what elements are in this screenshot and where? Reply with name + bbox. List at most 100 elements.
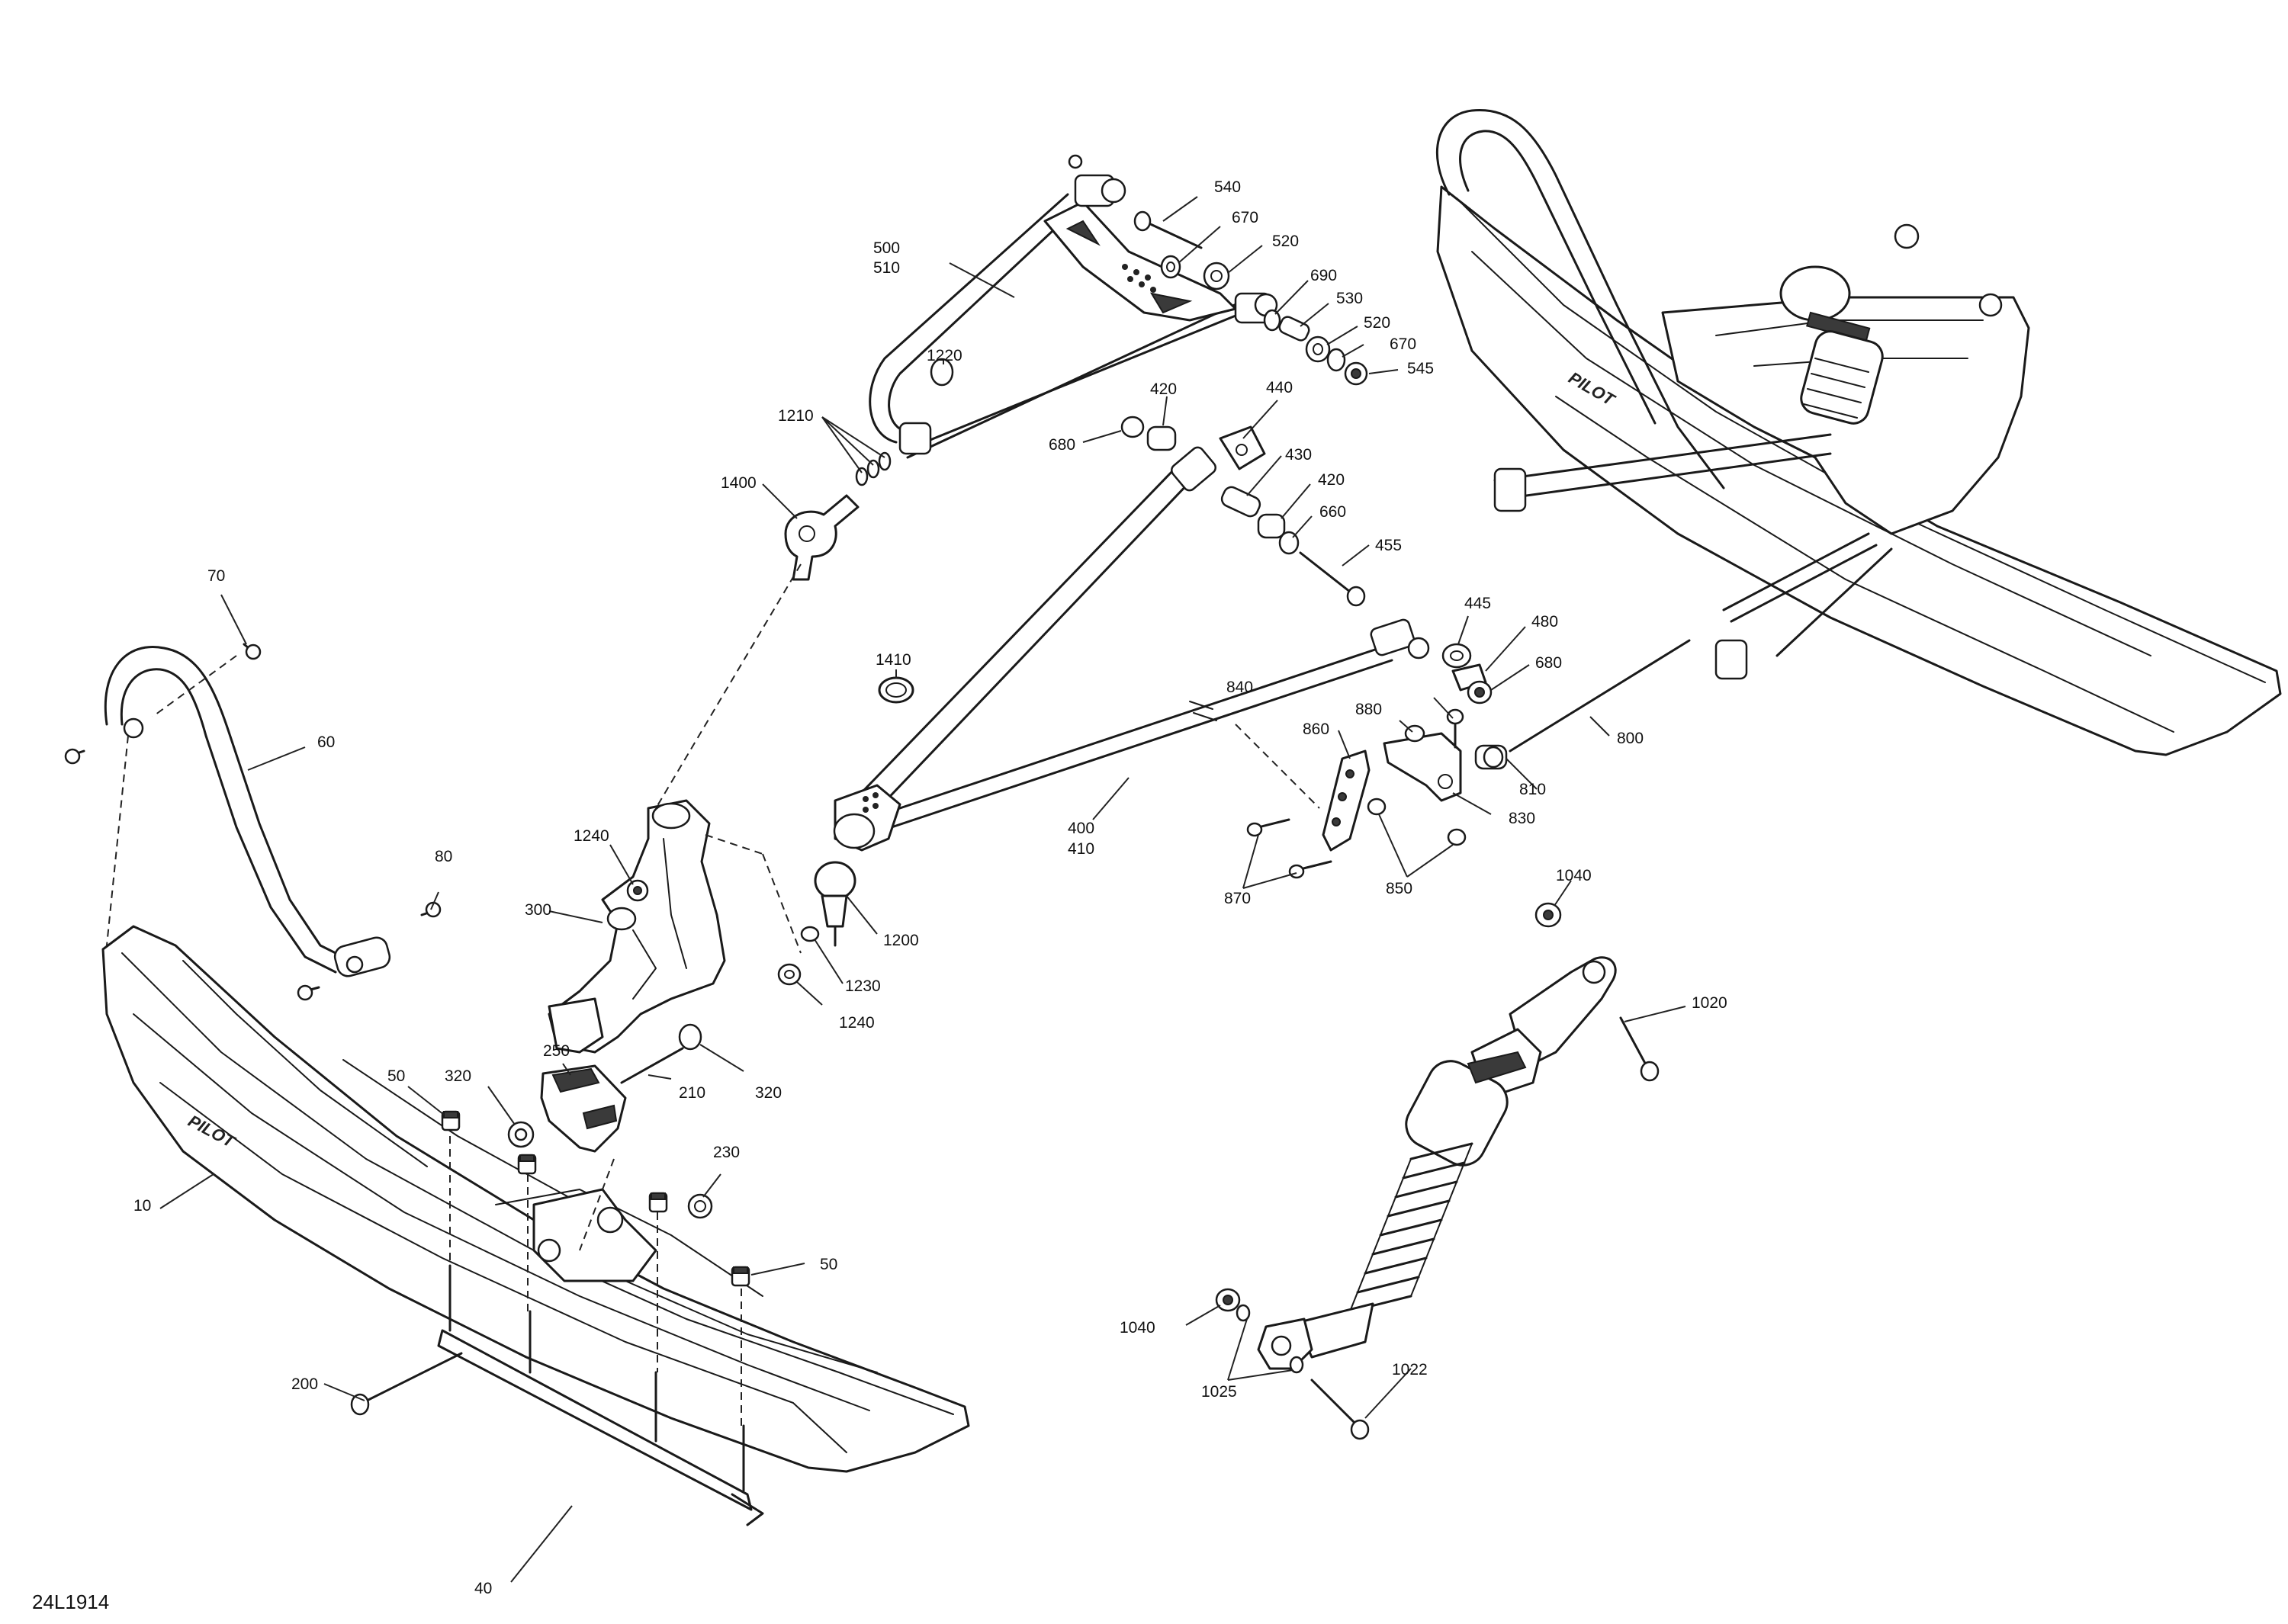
label-1040-a: 1040	[1556, 867, 1592, 884]
upper-arm-holes	[1122, 264, 1156, 293]
ski-rib-line	[133, 1013, 870, 1411]
ball-joint-1400	[784, 494, 860, 581]
label-520-b: 520	[1364, 314, 1390, 332]
washer-670-b	[1326, 348, 1346, 372]
label-1022: 1022	[1392, 1361, 1428, 1378]
upper-arm-balljoint-mount	[898, 422, 932, 455]
nut-50-a	[441, 1110, 461, 1131]
ski-mount-hole-2	[537, 1238, 561, 1263]
label-500: 500	[873, 239, 900, 257]
lower-arm-rear-bushing	[1370, 618, 1416, 656]
label-660: 660	[1319, 503, 1346, 521]
ski-loop-tip-hole	[123, 717, 144, 739]
spindle-foot	[548, 997, 604, 1054]
bushing-420-a	[1146, 425, 1177, 451]
label-680-a: 680	[1049, 436, 1075, 454]
assembly-lines	[106, 563, 1320, 1426]
label-10: 10	[133, 1197, 151, 1215]
spindle-detail	[632, 838, 687, 1000]
label-320-b: 320	[755, 1084, 782, 1102]
screw-870-a	[1246, 818, 1290, 837]
leader-lines	[159, 196, 1686, 1583]
bracket-440	[1219, 425, 1266, 470]
lower-arm-front-bushing	[1171, 446, 1216, 492]
label-540: 540	[1214, 178, 1241, 196]
label-455: 455	[1375, 537, 1402, 554]
shock-spring	[1348, 1142, 1473, 1313]
nut-50-d	[731, 1266, 750, 1287]
label-400: 400	[1068, 820, 1094, 837]
label-1240-a: 1240	[574, 827, 609, 845]
nut-545	[1344, 361, 1368, 386]
label-520-a: 520	[1272, 233, 1299, 250]
lower-arm-front-tube	[845, 467, 1191, 823]
ski-structure-lines	[182, 960, 878, 1373]
label-545: 545	[1407, 360, 1434, 377]
diagram-reference: 24L1914	[32, 1590, 109, 1613]
label-1025: 1025	[1201, 1383, 1237, 1401]
bracket-830	[1383, 732, 1462, 802]
label-230: 230	[713, 1144, 740, 1161]
bushing-420-b	[1257, 513, 1286, 539]
label-530: 530	[1336, 290, 1363, 307]
screw-80	[420, 901, 442, 918]
sleeve-530	[1278, 316, 1310, 342]
screw-80-lower	[297, 984, 320, 1001]
nut-850-a	[1367, 798, 1387, 816]
assembled-ski-edge	[1456, 197, 2266, 683]
washer-690	[1263, 309, 1281, 332]
spindle-300	[548, 799, 726, 1054]
nut-50-c	[648, 1192, 668, 1213]
label-880: 880	[1355, 701, 1382, 718]
shock-top-eye	[1509, 956, 1617, 1069]
nut-1040-top	[1534, 902, 1562, 928]
assembled-lower-arm	[1722, 532, 1893, 657]
lower-a-arm-400	[833, 446, 1430, 852]
label-510: 510	[873, 259, 900, 277]
label-840: 840	[1226, 679, 1253, 696]
ball-joint-1200	[814, 861, 856, 947]
label-1230: 1230	[845, 977, 881, 995]
upper-arm-inner	[888, 208, 1245, 448]
bolt-1022	[1310, 1378, 1370, 1440]
label-80: 80	[435, 848, 452, 865]
sleeve-430	[1220, 486, 1261, 518]
ski-mount-hole	[596, 1206, 624, 1234]
bushing-520-a	[1203, 262, 1230, 290]
ski-loop-60	[104, 646, 391, 977]
assembled-upper-arm	[1493, 433, 1832, 501]
label-200: 200	[291, 1375, 318, 1393]
label-860: 860	[1303, 721, 1329, 738]
label-690: 690	[1310, 267, 1337, 284]
label-210: 210	[679, 1084, 705, 1102]
washers-1210	[855, 451, 892, 486]
bolt-840	[1446, 708, 1464, 749]
nut-1040-bottom	[1215, 1288, 1241, 1312]
label-430: 430	[1285, 446, 1312, 464]
spindle-top-hole	[651, 802, 691, 830]
upper-a-arm-500	[869, 154, 1278, 459]
label-250: 250	[543, 1042, 570, 1060]
label-830: 830	[1509, 810, 1535, 827]
label-680-b: 680	[1535, 654, 1562, 672]
label-420-a: 420	[1150, 380, 1177, 398]
part-labels: 540 670 520 690 530 520 670 545 500 510 …	[133, 178, 1727, 1597]
label-40: 40	[474, 1580, 492, 1597]
spindle-body	[548, 799, 726, 1054]
label-320-a: 320	[445, 1067, 471, 1085]
upper-arm-outer	[869, 193, 1252, 459]
label-1400: 1400	[721, 474, 757, 492]
washer-1025-b	[1289, 1356, 1304, 1374]
label-670-a: 670	[1232, 209, 1258, 226]
label-60: 60	[317, 733, 335, 751]
ski-mount-bracket	[532, 1188, 657, 1282]
ring-1410	[878, 676, 914, 704]
label-300: 300	[525, 901, 551, 919]
shock-absorber	[1257, 956, 1617, 1370]
washer-1230	[800, 926, 820, 942]
label-810: 810	[1519, 781, 1546, 798]
label-410: 410	[1068, 840, 1094, 858]
assembled-arm-end-left	[1493, 467, 1527, 512]
assembled-ski-assembly: PILOT	[1436, 108, 2282, 756]
plate-860	[1322, 749, 1371, 852]
